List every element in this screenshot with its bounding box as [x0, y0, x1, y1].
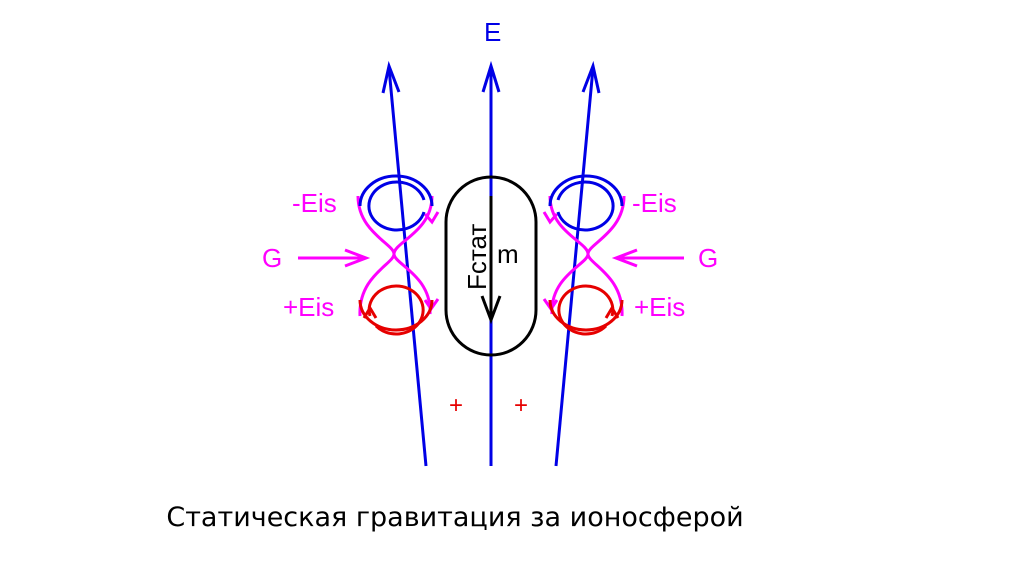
left-minus-vortex-outer [358, 174, 434, 207]
diagram-caption: Статическая гравитация за ионосферой [166, 502, 744, 533]
left-figure-eight [356, 195, 434, 317]
right-minus-vortex-inner [556, 180, 615, 232]
field-line-center-arrowhead [481, 60, 501, 93]
right-plus-vortex-outer [548, 299, 624, 332]
left-figure-eight-arrowhead-top [423, 211, 440, 225]
field-label-e: E [484, 17, 501, 47]
right-minus-vortex-outer [548, 174, 624, 207]
right-figure-eight-arrowhead-top [542, 211, 559, 225]
mass-body [444, 175, 538, 357]
right-plus-vortex-inner [557, 284, 615, 336]
left-gravity-label: G [262, 243, 282, 273]
right-gravity-arrowhead [611, 248, 638, 268]
force-label: Fстат [462, 224, 492, 290]
field-line-left-arrowhead [381, 60, 401, 94]
left-vortex-group [356, 174, 440, 336]
force-arrowhead [480, 295, 502, 325]
right-minus-eis-label: -Eis [632, 188, 677, 218]
left-minus-vortex-inner [367, 180, 426, 232]
left-gravity-arrowhead [344, 248, 371, 268]
right-figure-eight [548, 195, 626, 317]
field-line-right-arrowhead [581, 60, 601, 94]
left-plus-vortex-outer [358, 299, 434, 332]
left-minus-eis-label: -Eis [292, 188, 337, 218]
right-plus-eis-label: +Eis [634, 292, 685, 322]
right-vortex-group [542, 174, 626, 336]
mass-label: m [497, 239, 519, 269]
right-gravity-label: G [698, 243, 718, 273]
left-plus-vortex-arrowhead [362, 305, 378, 319]
left-plus-eis-label: +Eis [283, 292, 334, 322]
charge-left: + [449, 392, 463, 419]
right-plus-vortex-arrowhead [604, 305, 620, 319]
left-plus-vortex-inner [367, 284, 425, 336]
charge-right: + [514, 392, 528, 419]
